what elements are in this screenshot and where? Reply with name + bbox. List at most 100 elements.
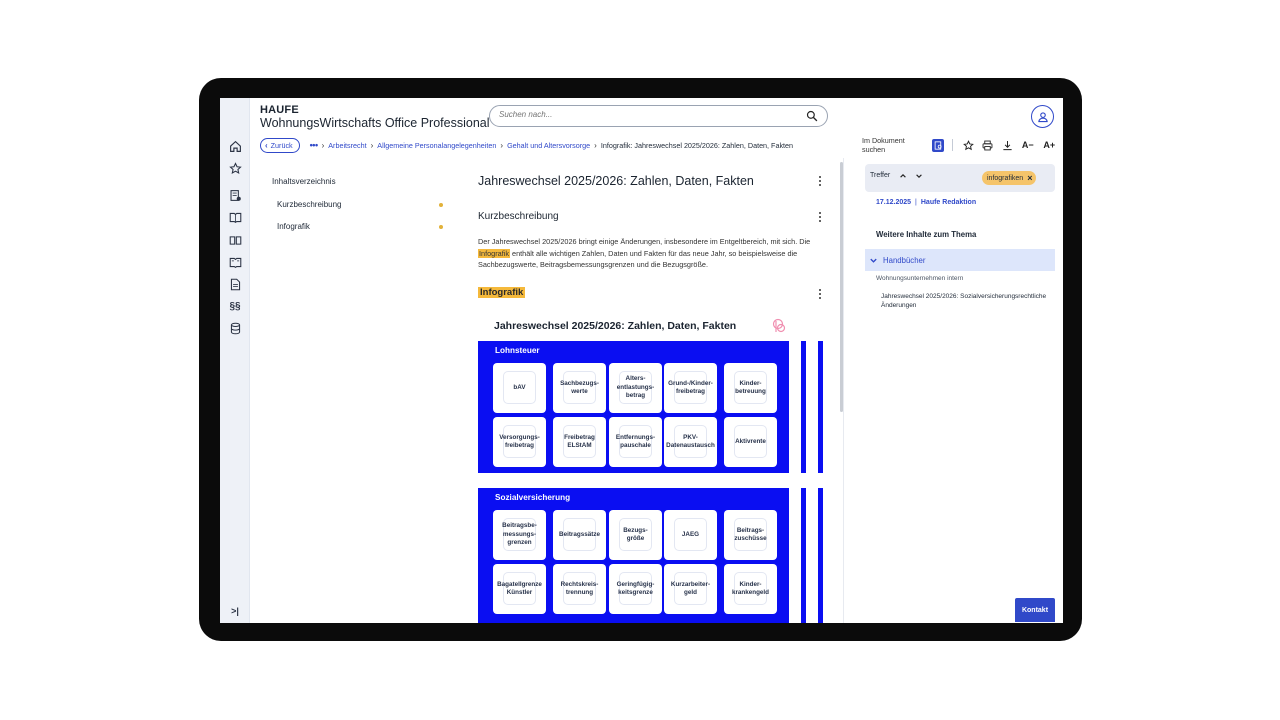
infographic-tile: JAEG [664,510,717,560]
summary-text: Der Jahreswechsel 2025/2026 bringt einig… [478,237,811,246]
chevron-right-icon: › [594,140,597,150]
chevron-left-icon: ‹ [265,140,268,150]
tile-illustration-icon [734,518,767,551]
section-title-infografik: Infografik [478,287,526,298]
search-highlight: Infografik [478,248,511,258]
infographic-panel-sozialversicherung: Sozialversicherung Beitragsbe- messungs-… [478,488,789,623]
close-icon[interactable]: × [1027,173,1033,183]
font-decrease-button[interactable]: A− [1021,140,1034,150]
expand-rail-icon[interactable]: >| [231,606,239,616]
toc-title: Inhaltsverzeichnis [272,177,336,186]
search-icon[interactable] [806,110,818,122]
search-input[interactable] [499,110,789,119]
infographic-tile: Versorgungs- freibetrag [493,417,546,467]
accordion-handbuecher[interactable]: Handbücher [865,249,1055,271]
favorite-star-icon[interactable] [961,138,975,152]
user-icon [1037,111,1048,122]
star-icon[interactable] [228,161,242,175]
breadcrumb-item[interactable]: Gehalt und Altersvorsorge [507,140,591,150]
tile-label: Kinder- betreuung [735,379,766,396]
chevron-down-icon [870,258,877,263]
tile-label: Bagatellgrenze Künstler [497,580,542,597]
more-options-icon[interactable] [817,176,823,186]
tile-label: Kurzarbeiter- geld [670,580,711,597]
toc-hit-marker [439,225,443,229]
infographic-tile: Kinder- betreuung [724,363,777,413]
search-in-document-label[interactable]: Im Dokument suchen [862,136,905,154]
more-options-icon[interactable] [817,289,823,299]
related-category: Wohnungsunternehmen intern [876,275,964,282]
infographic-tile: Rechtskreis- trennung [553,564,606,614]
chevron-right-icon: › [370,140,374,150]
infographic-tile: Bagatellgrenze Künstler [493,564,546,614]
content-scrollbar[interactable] [840,162,843,412]
tile-illustration-icon [563,572,596,605]
back-button[interactable]: ‹ Zurück [260,137,300,153]
chevron-up-icon[interactable] [898,171,908,181]
infographic-tile: Grund-/Kinder- freibetrag [664,363,717,413]
tile-label: Versorgungs- freibetrag [499,433,540,450]
tile-illustration-icon [734,425,767,458]
chip-label: infografiken [987,174,1024,182]
toc-hit-marker [439,203,443,207]
section-title: Kurzbeschreibung [478,211,559,222]
hits-navigator: Treffer infografiken × [865,164,1055,192]
tile-illustration-icon [674,518,707,551]
related-document-link[interactable]: Jahreswechsel 2025/2026: Sozialversicher… [881,293,1047,309]
document-search-icon[interactable] [931,138,945,152]
back-button-label: Zurück [270,140,293,150]
breadcrumb-more-icon[interactable]: ••• [309,140,318,150]
tile-label: Beitragsbe- messungs- grenzen [502,522,537,547]
document-date: 17.12.2025 [876,199,912,206]
font-increase-button[interactable]: A+ [1043,140,1056,150]
breadcrumb-item[interactable]: Arbeitsrecht [328,140,367,150]
infographic-stripe [818,488,823,623]
breadcrumb-current: Infografik: Jahreswechsel 2025/2026: Zah… [600,140,794,150]
toc-item[interactable]: Kurzbeschreibung [277,200,443,209]
search-box [489,105,828,127]
document-icon[interactable] [228,277,242,291]
tile-illustration-icon [619,425,652,458]
database-icon[interactable] [228,321,242,335]
more-options-icon[interactable] [817,212,823,222]
hits-label: Treffer [870,172,891,179]
document-author[interactable]: Haufe Redaktion [920,199,977,206]
print-icon[interactable] [981,138,995,152]
infographic-tile: bAV [493,363,546,413]
brand[interactable]: HAUFE WohnungsWirtschafts Office Profess… [260,104,490,130]
infographic-stripe [801,488,806,623]
document-settings-icon[interactable] [228,188,242,202]
infographic-tile: Kinder- krankengeld [724,564,777,614]
tile-label: Rechtskreis- trennung [560,580,599,597]
book-icon[interactable] [228,210,242,224]
tile-label: PKV- Datenaustausch [666,433,715,450]
handbook-icon[interactable] [228,255,242,269]
app-window: §§ >| HAUFE WohnungsWirtschafts Office P… [220,98,1063,623]
infographic-stripe [801,341,806,473]
tile-illustration-icon [734,371,767,404]
tile-label: Entfernungs- pauschale [615,433,656,450]
infographic-tile: Freibetrag ELStAM [553,417,606,467]
download-icon[interactable] [1000,138,1014,152]
tile-label: bAV [513,383,526,391]
infographic-stripe [818,341,823,473]
page-title: Jahreswechsel 2025/2026: Zahlen, Daten, … [478,174,754,188]
haufe-mark-icon [772,318,786,333]
breadcrumb: ‹ Zurück ••• › Arbeitsrecht › Allgemeine… [260,137,860,153]
tile-illustration-icon [674,425,707,458]
toc-item[interactable]: Infografik [277,222,443,231]
tile-label: Bezugs- größe [623,526,648,543]
panel-title: Sozialversicherung [495,493,571,502]
paragraph-law-icon[interactable]: §§ [229,300,241,312]
open-book-icon[interactable] [228,233,242,247]
search-term-chip: infografiken × [982,171,1037,185]
summary-paragraph: Der Jahreswechsel 2025/2026 bringt einig… [478,236,833,271]
infographic-tile: Beitragssätze [553,510,606,560]
chevron-down-icon[interactable] [914,171,924,181]
breadcrumb-item[interactable]: Allgemeine Personalangelegenheiten [377,140,497,150]
user-account-button[interactable] [1031,105,1054,128]
contact-button[interactable]: Kontakt [1015,598,1055,622]
tile-label: Beitrags- zuschüsse [734,526,767,543]
home-icon[interactable] [228,139,242,153]
infographic-tile: Beitrags- zuschüsse [724,510,777,560]
